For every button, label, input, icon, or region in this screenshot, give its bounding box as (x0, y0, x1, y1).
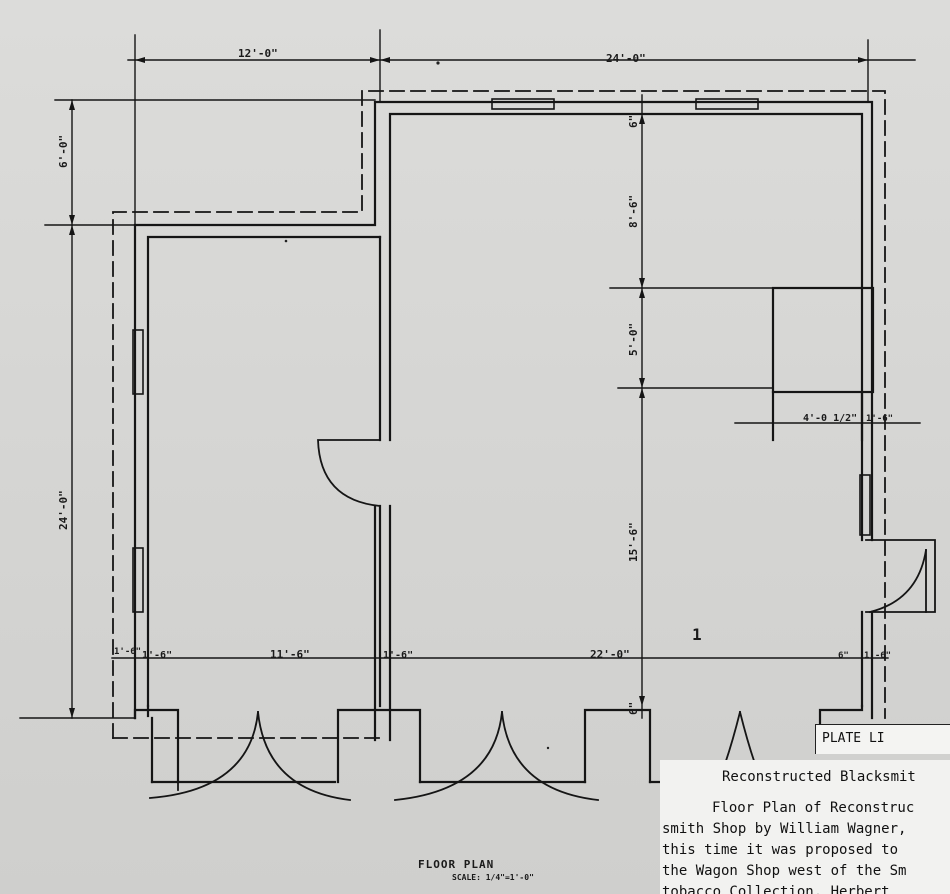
dim-bottom-left-wall: 1'-6" (114, 647, 141, 657)
caption-line: tobacco Collection. Herbert (662, 884, 890, 894)
dim-bottom-right-span: 22'-0" (590, 648, 630, 661)
windows (132, 98, 871, 613)
forge-chimney (771, 286, 875, 442)
dim-top-inner: 6" (627, 115, 640, 128)
dim-bottom-left-span: 11'-6" (270, 648, 310, 661)
caption-line: smith Shop by William Wagner, (662, 821, 907, 837)
paper-specks (284, 61, 550, 750)
dim-bottom-mid-wall: 1'-6" (383, 650, 413, 661)
dim-bottom-right-end: 1'-6" (864, 651, 891, 661)
dim-chimney-width: 4'-0 1/2" (803, 413, 857, 424)
plate-title: Reconstructed Blacksmit (722, 769, 916, 785)
dimension-labels: 12'-0" 24'-0" 6'-0" 24'-0" 6" 8'-6" 5'-0… (57, 47, 893, 882)
dim-left-main: 24'-0" (57, 490, 70, 530)
caption-line: the Wagon Shop west of the Sm (662, 863, 907, 879)
dim-chimney-offset: 1'-6" (866, 414, 893, 424)
exterior-walls (133, 100, 874, 742)
drawing-scale: SCALE: 1/4"=1'-0" (452, 873, 534, 882)
caption-line: this time it was proposed to (662, 842, 899, 858)
dim-bottom-right-wall: 6" (838, 651, 849, 661)
plate-label: PLATE LI (815, 724, 950, 754)
dim-bottom-inner: 6" (627, 702, 640, 715)
dim-bottom-left-inner: 1'-6" (142, 650, 172, 661)
foundation-outline (112, 90, 886, 739)
drawing-title: FLOOR PLAN (418, 858, 494, 871)
drawing-mark: 1 (692, 625, 702, 644)
door-swings (149, 439, 936, 802)
plate-caption: Reconstructed Blacksmit Floor Plan of Re… (660, 760, 950, 894)
dim-top-right: 24'-0" (606, 52, 646, 65)
dim-left-upper: 6'-0" (57, 135, 70, 168)
caption-line: Floor Plan of Reconstruc (712, 800, 915, 816)
dim-top-left: 12'-0" (238, 47, 278, 60)
dim-right-upper: 8'-6" (627, 195, 640, 228)
dimension-lines (19, 29, 921, 719)
dim-right-mid: 5'-0" (627, 323, 640, 356)
dimension-arrows (69, 57, 868, 718)
dim-right-lower: 15'-6" (627, 522, 640, 562)
